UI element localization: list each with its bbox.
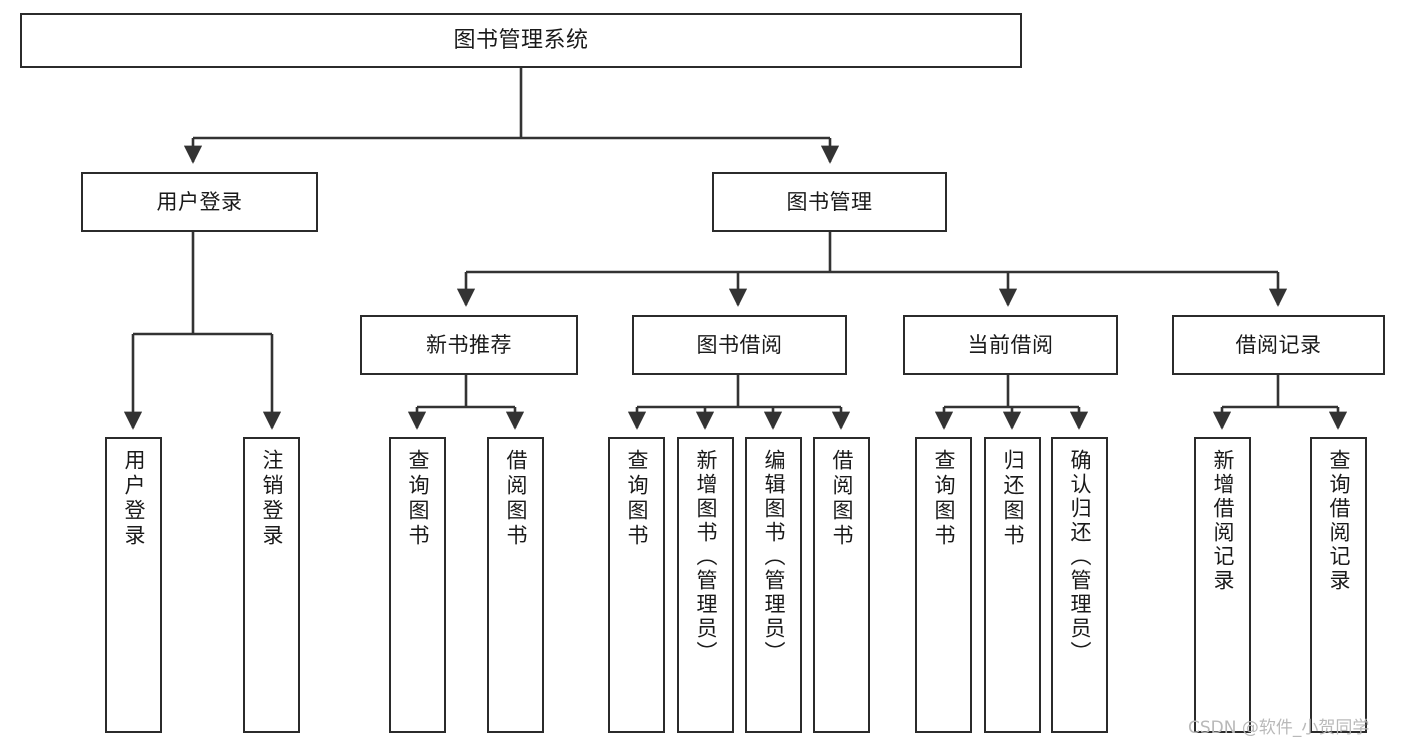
node-user-login[interactable]: 用户登录 <box>81 172 318 232</box>
leaf-confirm-return-admin[interactable]: 确认归还（管理员） <box>1051 437 1108 733</box>
node-label: 确认归还（管理员） <box>1068 449 1092 665</box>
node-label: 用户登录 <box>122 449 146 549</box>
leaf-query-borrow-record[interactable]: 查询借阅记录 <box>1310 437 1367 733</box>
node-new-book-recommend[interactable]: 新书推荐 <box>360 315 578 375</box>
node-label: 图书管理 <box>786 189 873 214</box>
node-label: 编辑图书（管理员） <box>762 449 786 665</box>
leaf-logout-login[interactable]: 注销登录 <box>243 437 300 733</box>
node-current-borrow[interactable]: 当前借阅 <box>903 315 1118 375</box>
node-label: 查询图书 <box>932 449 956 549</box>
leaf-borrow-book-recommend[interactable]: 借阅图书 <box>487 437 544 733</box>
node-label: 查询图书 <box>625 449 649 549</box>
node-book-borrow[interactable]: 图书借阅 <box>632 315 847 375</box>
node-label: 借阅记录 <box>1235 332 1322 357</box>
node-label: 新增借阅记录 <box>1211 449 1235 593</box>
node-label: 当前借阅 <box>967 332 1054 357</box>
leaf-edit-book-admin[interactable]: 编辑图书（管理员） <box>745 437 802 733</box>
node-label: 查询借阅记录 <box>1327 449 1351 593</box>
leaf-return-book[interactable]: 归还图书 <box>984 437 1041 733</box>
leaf-borrow-book[interactable]: 借阅图书 <box>813 437 870 733</box>
node-label: 图书借阅 <box>696 332 783 357</box>
node-root-system[interactable]: 图书管理系统 <box>20 13 1022 68</box>
node-book-manage[interactable]: 图书管理 <box>712 172 947 232</box>
leaf-query-book-borrow[interactable]: 查询图书 <box>608 437 665 733</box>
node-label: 借阅图书 <box>504 449 528 549</box>
node-label: 图书管理系统 <box>453 27 589 53</box>
node-label: 归还图书 <box>1001 449 1025 549</box>
leaf-add-borrow-record[interactable]: 新增借阅记录 <box>1194 437 1251 733</box>
leaf-query-book-recommend[interactable]: 查询图书 <box>389 437 446 733</box>
node-label: 查询图书 <box>406 449 430 549</box>
leaf-query-book-current[interactable]: 查询图书 <box>915 437 972 733</box>
node-label: 注销登录 <box>260 449 284 549</box>
node-label: 新增图书（管理员） <box>694 449 718 665</box>
leaf-user-login[interactable]: 用户登录 <box>105 437 162 733</box>
node-label: 借阅图书 <box>830 449 854 549</box>
node-label: 新书推荐 <box>426 332 512 357</box>
node-label: 用户登录 <box>156 189 243 214</box>
node-borrow-record[interactable]: 借阅记录 <box>1172 315 1385 375</box>
csdn-watermark: CSDN @软件_小贺同学 <box>1188 718 1370 738</box>
leaf-add-book-admin[interactable]: 新增图书（管理员） <box>677 437 734 733</box>
